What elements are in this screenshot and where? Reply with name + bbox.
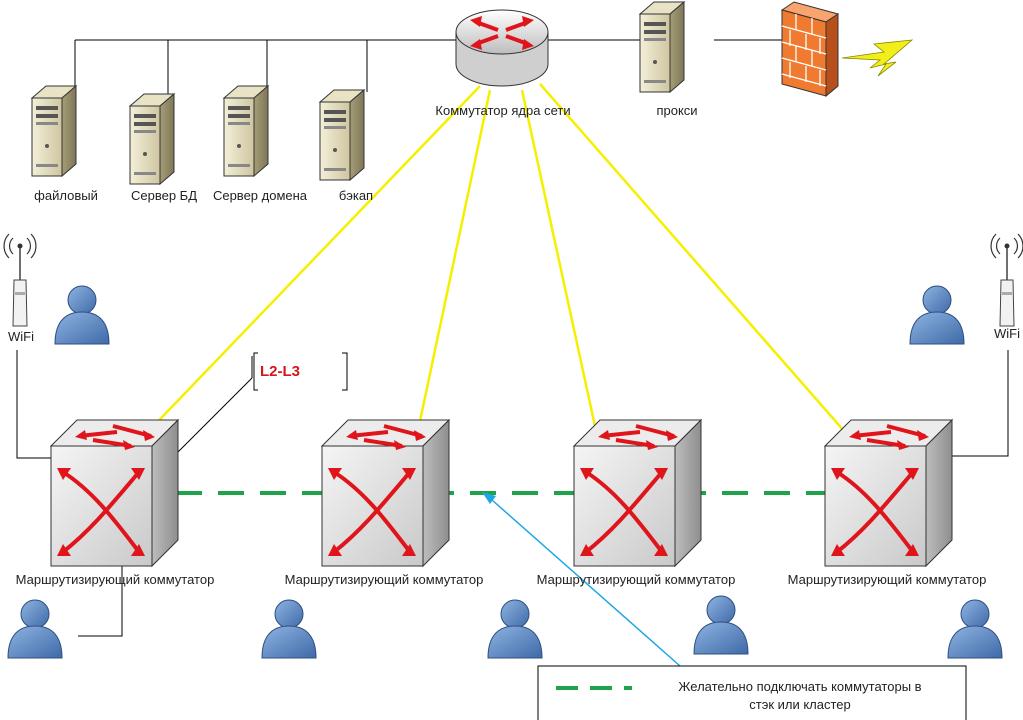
uplink-lines: [141, 83, 853, 441]
legend-line-1: Желательно подключать коммутаторы в: [678, 679, 922, 694]
domain-server-label: Сервер домена: [212, 188, 308, 203]
routing-switch-2-icon: [320, 418, 451, 568]
backup-label: бэкап: [338, 188, 374, 203]
routing-switch-1-icon: [49, 418, 180, 568]
user-icon: [909, 285, 965, 345]
user-icon: [7, 599, 63, 659]
legend-text: Желательно подключать коммутаторы в стэк…: [640, 678, 960, 714]
proxy-label: прокси: [656, 103, 698, 118]
user-icon: [261, 599, 317, 659]
routing-switch-1-label: Маршрутизирующий коммутатор: [15, 572, 215, 587]
user-icon: [693, 595, 749, 655]
proxy-server-icon: [639, 1, 685, 93]
routing-switch-3-icon: [572, 418, 703, 568]
file-server-label: файловый: [34, 188, 98, 203]
routing-switch-2-label: Маршрутизирующий коммутатор: [284, 572, 484, 587]
user-icon: [54, 285, 110, 345]
user-icon: [487, 599, 543, 659]
wifi-right-icon: [990, 233, 1023, 327]
core-switch-icon: [455, 9, 549, 87]
firewall-icon: [780, 1, 840, 98]
user-icon: [947, 599, 1003, 659]
db-server-label: Сервер БД: [130, 188, 198, 203]
wifi-left-icon: [3, 233, 37, 327]
db-server-icon: [129, 93, 175, 185]
backup-server-icon: [319, 89, 365, 181]
core-switch-label: Коммутатор ядра сети: [435, 103, 571, 118]
routing-switch-4-label: Маршрутизирующий коммутатор: [787, 572, 987, 587]
routing-switch-3-label: Маршрутизирующий коммутатор: [536, 572, 736, 587]
legend-line-2: стэк или кластер: [749, 697, 851, 712]
wifi-right-label: WiFi: [994, 326, 1020, 341]
routing-switch-4-icon: [823, 418, 954, 568]
file-server-icon: [31, 85, 77, 177]
wifi-left-label: WiFi: [8, 329, 34, 344]
callout-arrowhead: [482, 492, 496, 504]
layer-tag: L2-L3: [260, 363, 301, 380]
domain-server-icon: [223, 85, 269, 177]
internet-link-icon: [841, 39, 914, 77]
